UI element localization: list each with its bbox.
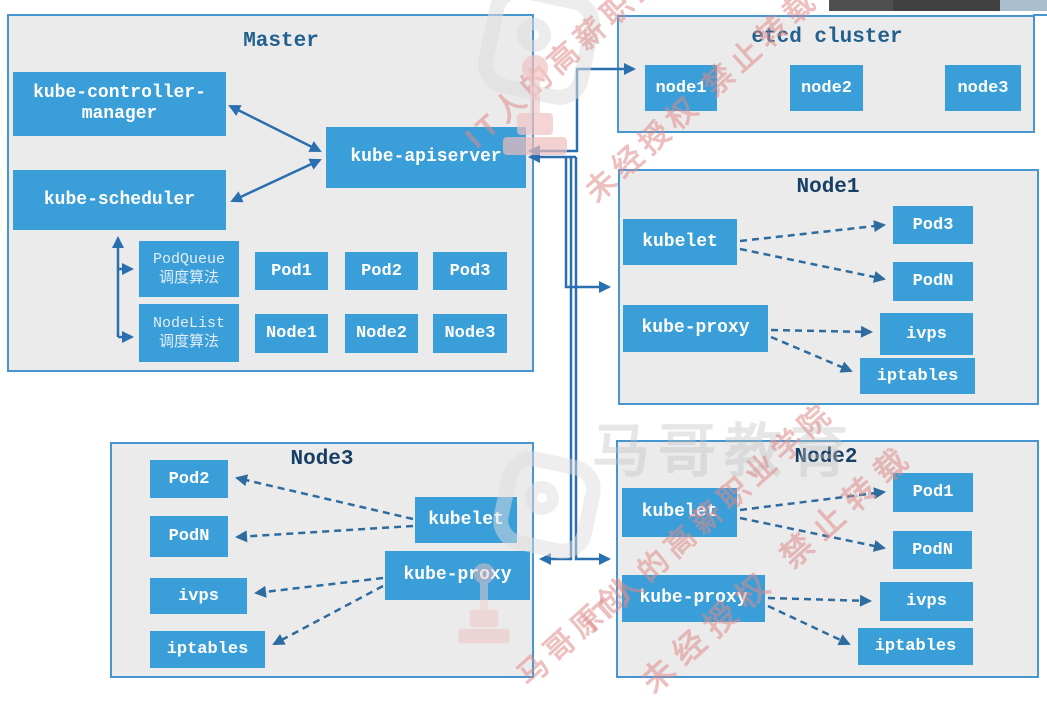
master-pod2-box: Pod2 [345,252,418,290]
node1-container [618,169,1039,405]
connector-trunk-node2 [574,157,611,565]
node1-kubelet-box: kubelet [623,219,737,265]
node1-podn-box: PodN [893,262,973,301]
etcd-node3-box: node3 [945,65,1021,111]
nodelist-label-line1: NodeList [152,315,225,332]
etcd-node1-label: node1 [655,78,707,98]
node2-container [616,440,1039,678]
etcd-node2-label: node2 [800,78,852,98]
node1-kubelet-label: kubelet [642,231,718,252]
nodelist-box: NodeList 调度算法 [139,304,239,362]
etcd-node3-label: node3 [957,78,1009,98]
podqueue-label-line2: 调度算法 [158,270,219,287]
master-node2-box: Node2 [345,314,418,353]
podqueue-box: PodQueue 调度算法 [139,241,239,297]
kube-scheduler-box: kube-scheduler [13,170,226,230]
node2-podn-label: PodN [912,540,953,560]
node2-podn-box: PodN [893,531,972,569]
node3-kubelet-label: kubelet [428,509,504,530]
master-node1-box: Node1 [255,314,328,353]
kube-scheduler-label: kube-scheduler [43,189,196,210]
window-chrome-segment-light [1000,0,1047,11]
node1-kube-proxy-label: kube-proxy [641,318,750,338]
node2-iptables-box: iptables [858,628,973,665]
node3-kube-proxy-box: kube-proxy [385,551,530,600]
master-pod1-box: Pod1 [255,252,328,290]
kube-controller-manager-box: kube-controller- manager [13,72,226,136]
kube-apiserver-label: kube-apiserver [350,147,502,167]
connector-trunk-node1 [564,157,611,293]
etcd-node1-box: node1 [645,65,717,111]
node1-pod3-box: Pod3 [893,206,973,244]
node2-iptables-label: iptables [874,637,957,656]
kubernetes-architecture-diagram: { "diagram": { "master": { "title": "Mas… [7,0,1047,700]
master-title: Master [243,30,319,53]
window-chrome-segment-dark1 [829,0,893,11]
node3-podn-label: PodN [168,527,210,546]
master-pod2-label: Pod2 [361,261,402,281]
master-pod3-box: Pod3 [433,252,507,290]
node1-pod3-label: Pod3 [912,215,954,235]
node2-kube-proxy-box: kube-proxy [622,575,765,622]
node3-ivps-box: ivps [150,578,247,614]
node1-podn-label: PodN [912,272,954,291]
node2-pod1-box: Pod1 [893,473,973,512]
node1-ivps-box: ivps [880,313,973,355]
node2-ivps-box: ivps [880,582,973,621]
node2-ivps-label: ivps [906,592,947,611]
node1-iptables-label: iptables [876,366,959,386]
master-node3-box: Node3 [433,314,507,353]
node2-title: Node2 [794,446,858,469]
node3-title: Node3 [290,448,354,471]
podqueue-label-line1: PodQueue [152,251,225,268]
connector-trunk-node3 [539,157,573,565]
master-node3-label: Node3 [444,324,496,343]
window-chrome-segment-dark2 [893,0,1000,11]
node3-iptables-box: iptables [150,631,265,668]
top-border-line [1033,14,1047,16]
node3-kube-proxy-label: kube-proxy [403,565,512,585]
node1-ivps-label: ivps [906,324,947,344]
node3-podn-box: PodN [150,516,228,557]
node3-kubelet-box: kubelet [415,497,517,543]
node2-kubelet-box: kubelet [622,488,737,537]
node3-ivps-label: ivps [178,586,219,606]
node1-kube-proxy-box: kube-proxy [623,305,768,352]
master-pod1-label: Pod1 [271,261,312,281]
node3-pod2-label: Pod2 [168,469,210,489]
etcd-node2-box: node2 [790,65,863,111]
node2-pod1-label: Pod1 [912,483,954,502]
node1-title: Node1 [796,176,860,199]
node2-kubelet-label: kubelet [641,502,718,522]
kube-controller-manager-label-line2: manager [81,104,158,124]
master-node2-label: Node2 [355,324,407,343]
node3-pod2-box: Pod2 [150,460,228,498]
node3-iptables-label: iptables [166,640,249,659]
kube-apiserver-box: kube-apiserver [326,127,526,188]
etcd-cluster-title: etcd cluster [751,26,903,49]
node1-iptables-box: iptables [860,358,975,394]
master-pod3-label: Pod3 [449,261,491,281]
master-node1-label: Node1 [265,324,317,343]
kube-controller-manager-label-line1: kube-controller- [33,83,206,103]
node2-kube-proxy-label: kube-proxy [639,588,748,608]
nodelist-label-line2: 调度算法 [158,334,219,351]
